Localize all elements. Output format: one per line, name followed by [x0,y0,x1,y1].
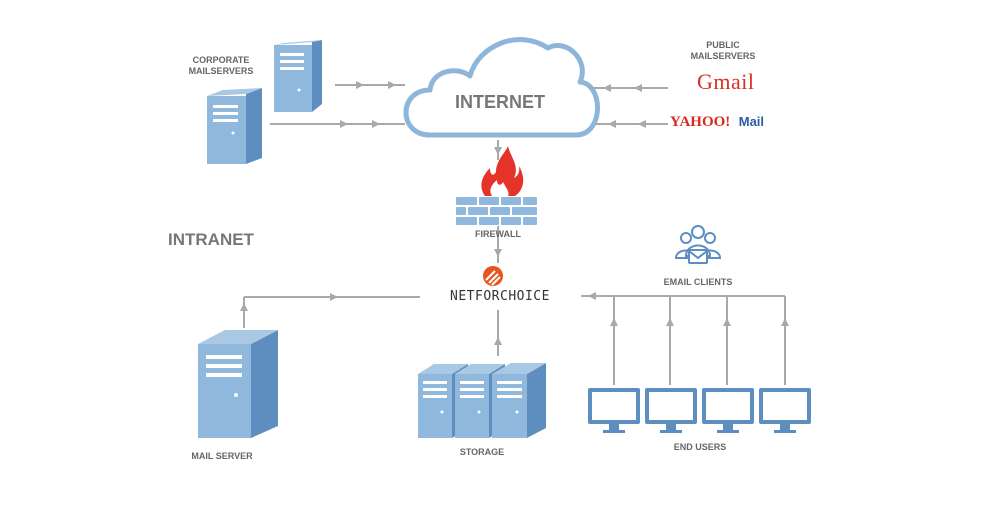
netforchoice-wordmark: NETFORCHOICE [450,289,550,304]
mail-server-label: MAIL SERVER [191,451,253,461]
corporate-server-front-icon [207,88,262,164]
monitor-icon [645,388,697,433]
internet-label: INTERNET [455,92,545,112]
storage-label: STORAGE [459,447,505,457]
yahoo-mail-logo: YAHOO! Mail [670,113,764,131]
netforchoice-logo [483,266,503,286]
firewall-icon [456,146,537,225]
yahoo-logo-text: YAHOO! [670,114,731,130]
gmail-logo: Gmail [697,69,755,94]
internet-cloud-icon [403,37,600,138]
intranet-connectors [243,295,786,385]
corporate-label-line1: CORPORATE [192,55,250,65]
end-users-label: END USERS [673,442,727,452]
storage-icon [418,363,546,438]
connector-arrowheads-bottom [240,292,789,345]
public-label-line1: PUBLIC [706,40,740,50]
yahoo-mail-text: Mail [738,114,765,129]
intranet-label: INTRANET [168,230,254,249]
public-mailservers-label: PUBLIC MAILSERVERS [678,40,768,62]
email-clients-label: EMAIL CLIENTS [663,277,733,287]
mail-server-icon [198,330,278,438]
monitor-icon [702,388,754,433]
corporate-label-line2: MAILSERVERS [188,66,254,76]
monitor-icon [759,388,811,433]
public-label-line2: MAILSERVERS [690,51,756,61]
monitor-icon [588,388,640,433]
firewall-label: FIREWALL [475,229,521,239]
email-clients-icon [674,225,722,264]
connector-arrowheads-top [340,81,646,257]
corporate-mailservers-label: CORPORATE MAILSERVERS [176,55,266,77]
corporate-server-back-icon [274,40,322,112]
